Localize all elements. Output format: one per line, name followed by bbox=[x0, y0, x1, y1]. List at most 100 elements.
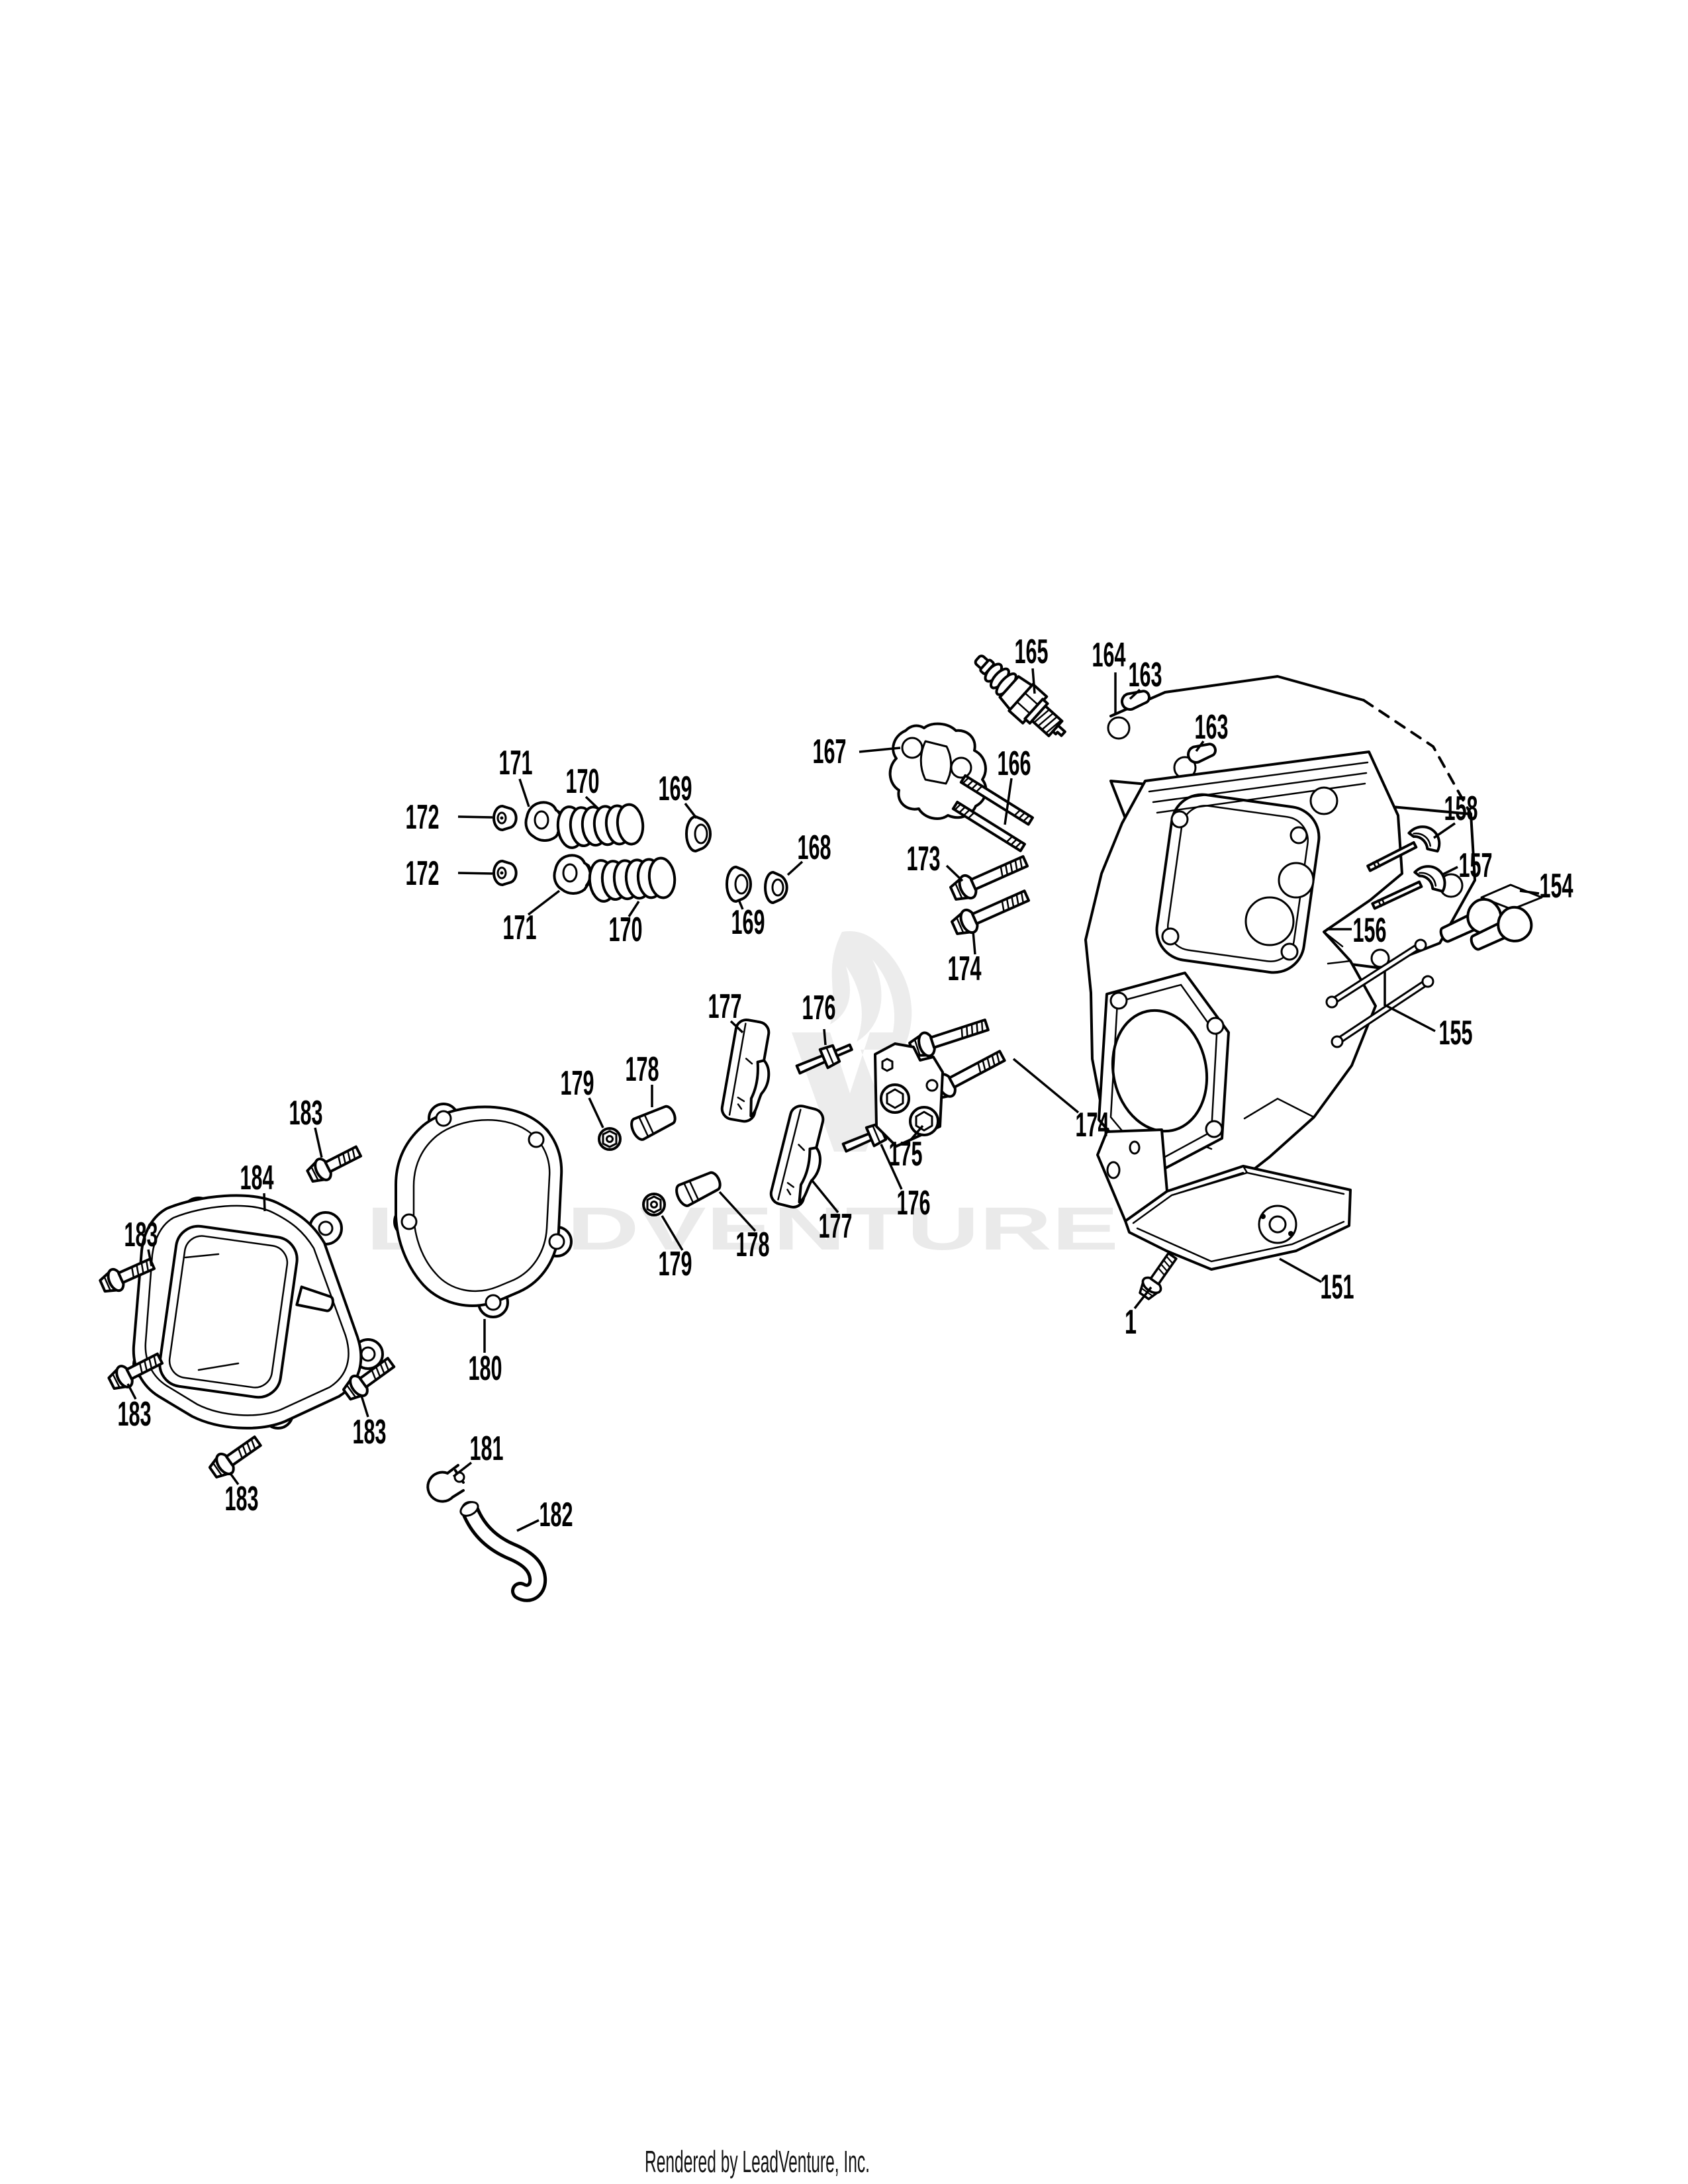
callout-183-26[interactable]: 183 bbox=[289, 1094, 323, 1132]
callout-155-21[interactable]: 155 bbox=[1439, 1014, 1473, 1052]
callout-leader-176-23 bbox=[823, 1028, 827, 1046]
nut-179a-drawing bbox=[598, 1127, 622, 1151]
seal-168-drawing bbox=[764, 871, 788, 904]
callout-leader-183-39 bbox=[360, 1395, 369, 1418]
callout-165-0[interactable]: 165 bbox=[1015, 633, 1049, 671]
callout-163-3[interactable]: 163 bbox=[1195, 708, 1229, 747]
callout-182-37[interactable]: 182 bbox=[539, 1496, 573, 1534]
callout-leader-169-12 bbox=[684, 802, 698, 819]
callout-leader-157-7 bbox=[1441, 866, 1458, 876]
callout-leader-163-2 bbox=[1129, 688, 1141, 700]
rocker-177a-drawing bbox=[719, 1017, 780, 1126]
callout-leader-182-37 bbox=[516, 1519, 539, 1532]
callout-180-35[interactable]: 180 bbox=[469, 1349, 502, 1388]
exhaust-gasket-drawing bbox=[888, 722, 988, 820]
cap-163a-drawing bbox=[1121, 690, 1150, 711]
flame-icon bbox=[830, 931, 912, 1062]
callout-167-4[interactable]: 167 bbox=[813, 733, 847, 771]
callout-leader-169-18 bbox=[738, 901, 744, 910]
cylinder-head-drawing bbox=[1084, 751, 1403, 1199]
callout-173-14[interactable]: 173 bbox=[907, 840, 941, 878]
spring-170a-drawing bbox=[554, 797, 647, 853]
callout-183-39[interactable]: 183 bbox=[353, 1413, 387, 1451]
callout-leader-158-6 bbox=[1433, 822, 1456, 839]
callout-leader-166-5 bbox=[1004, 778, 1013, 825]
callout-leader-184-27 bbox=[263, 1193, 266, 1212]
callout-leader-174-19 bbox=[972, 931, 976, 955]
callout-178-25[interactable]: 178 bbox=[626, 1050, 659, 1089]
callout-171-16[interactable]: 171 bbox=[503, 909, 537, 947]
callout-179-33[interactable]: 179 bbox=[659, 1245, 692, 1283]
callout-184-27[interactable]: 184 bbox=[240, 1159, 274, 1197]
callout-leader-183-40 bbox=[228, 1471, 240, 1486]
callout-leader-171-10 bbox=[518, 778, 530, 807]
callout-158-6[interactable]: 158 bbox=[1444, 790, 1478, 828]
callout-169-18[interactable]: 169 bbox=[731, 903, 765, 942]
callout-176-30[interactable]: 176 bbox=[897, 1184, 931, 1222]
washer-169b-drawing bbox=[726, 866, 753, 903]
callout-leader-168-13 bbox=[786, 860, 804, 876]
callout-170-11[interactable]: 170 bbox=[566, 762, 600, 801]
bolt-183e-drawing bbox=[205, 1430, 265, 1483]
callout-183-28[interactable]: 183 bbox=[124, 1216, 158, 1254]
clamp-181-drawing bbox=[426, 1464, 465, 1503]
nut-172b-drawing bbox=[492, 860, 518, 886]
cover-gasket-180-drawing bbox=[393, 1103, 573, 1318]
spring-170b-drawing bbox=[586, 851, 679, 907]
callout-169-12[interactable]: 169 bbox=[659, 770, 692, 808]
callout-156-20[interactable]: 156 bbox=[1353, 911, 1387, 950]
callout-leader-174-34 bbox=[1012, 1058, 1080, 1114]
intake-gasket-drawing bbox=[1098, 972, 1230, 1178]
callout-175-29[interactable]: 175 bbox=[889, 1135, 923, 1173]
callout-leader-176-30 bbox=[880, 1144, 903, 1190]
callout-157-7[interactable]: 157 bbox=[1459, 846, 1493, 885]
callout-168-13[interactable]: 168 bbox=[798, 829, 831, 867]
callout-174-34[interactable]: 174 bbox=[1076, 1106, 1109, 1144]
heat-shield-151-drawing bbox=[1096, 1128, 1352, 1271]
callout-151-41[interactable]: 151 bbox=[1321, 1268, 1354, 1306]
bolt-174b-drawing bbox=[906, 1012, 992, 1062]
callout-174-19[interactable]: 174 bbox=[948, 950, 982, 988]
cap-163b-drawing bbox=[1187, 743, 1217, 764]
callout-leader-175-29 bbox=[910, 1124, 924, 1141]
callout-171-10[interactable]: 171 bbox=[499, 744, 533, 782]
callout-181-36[interactable]: 181 bbox=[470, 1430, 504, 1468]
callout-1-42[interactable]: 1 bbox=[1125, 1303, 1137, 1342]
callout-183-40[interactable]: 183 bbox=[225, 1480, 259, 1518]
callout-leader-1-42 bbox=[1133, 1286, 1152, 1310]
valve-cover-184-drawing bbox=[132, 1194, 384, 1430]
callout-leader-154-8 bbox=[1519, 889, 1540, 895]
callout-176-23[interactable]: 176 bbox=[802, 989, 836, 1027]
bolt-183a-drawing bbox=[303, 1140, 365, 1188]
callout-leader-179-24 bbox=[588, 1097, 604, 1128]
callout-183-38[interactable]: 183 bbox=[118, 1395, 152, 1433]
callout-179-24[interactable]: 179 bbox=[561, 1064, 594, 1103]
retainer-171b-drawing bbox=[553, 854, 593, 895]
callout-leader-172-15 bbox=[457, 872, 493, 875]
spacer-178a-drawing bbox=[627, 1101, 680, 1144]
washer-169a-drawing bbox=[685, 815, 712, 852]
callout-177-31[interactable]: 177 bbox=[819, 1207, 853, 1246]
callout-163-2[interactable]: 163 bbox=[1129, 656, 1162, 694]
callout-172-9[interactable]: 172 bbox=[406, 798, 440, 837]
callout-leader-151-41 bbox=[1279, 1257, 1322, 1283]
callout-leader-183-28 bbox=[147, 1249, 153, 1267]
callout-166-5[interactable]: 166 bbox=[998, 745, 1031, 783]
callout-leader-178-32 bbox=[718, 1191, 757, 1232]
bolt-1-drawing bbox=[1135, 1249, 1182, 1303]
callout-leader-170-11 bbox=[585, 796, 601, 811]
callout-178-32[interactable]: 178 bbox=[736, 1226, 770, 1264]
callout-177-22[interactable]: 177 bbox=[708, 987, 742, 1026]
nut-172a-drawing bbox=[492, 805, 518, 831]
callout-leader-155-21 bbox=[1385, 1004, 1436, 1032]
callout-154-8[interactable]: 154 bbox=[1540, 867, 1573, 905]
callout-leader-171-16 bbox=[527, 889, 561, 916]
callout-172-15[interactable]: 172 bbox=[406, 854, 440, 893]
callout-leader-183-38 bbox=[126, 1383, 137, 1400]
callout-164-1[interactable]: 164 bbox=[1092, 636, 1126, 674]
callout-170-17[interactable]: 170 bbox=[609, 911, 643, 949]
callout-leader-177-22 bbox=[729, 1020, 744, 1034]
callout-leader-181-36 bbox=[452, 1461, 473, 1478]
callout-leader-177-31 bbox=[811, 1179, 839, 1214]
